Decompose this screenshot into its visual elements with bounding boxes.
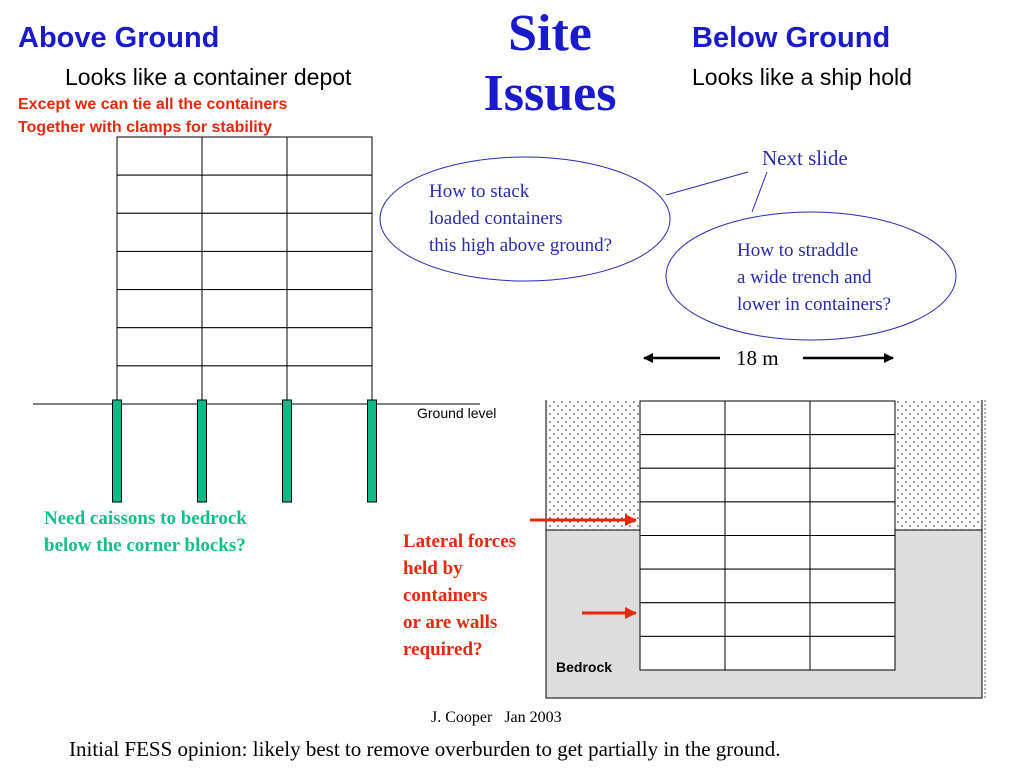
above-container-block (286, 365, 373, 405)
caisson-note: Need caissons to bedrock below the corne… (44, 505, 247, 559)
credit-line: J. Cooper Jan 2003 (431, 709, 562, 726)
straddle-bubble (665, 211, 957, 341)
below-container-block (639, 400, 726, 436)
above-container-block (116, 365, 203, 405)
below-container-block (809, 434, 896, 469)
below-container-block (639, 635, 726, 671)
below-container-block (639, 602, 726, 637)
straddle-question: How to straddle a wide trench and lower … (737, 237, 891, 318)
caisson (282, 399, 292, 503)
below-container-block (639, 568, 726, 604)
next-slide-label: Next slide (762, 146, 848, 170)
stack-high-question: How to stack loaded containers this high… (429, 178, 612, 259)
below-container-block (724, 635, 811, 671)
above-container-block (116, 174, 203, 214)
stack-high-line-1: How to stack (429, 181, 530, 202)
below-container-block (639, 501, 726, 536)
clamp-note-line-1: Except we can tie all the containers (18, 96, 288, 113)
below-container-block (639, 434, 726, 469)
page-title: Site Issues (455, 4, 645, 124)
caisson (197, 399, 207, 503)
above-container-block (116, 250, 203, 291)
width-label: 18 m (736, 346, 779, 370)
lateral-line-3: containers (403, 585, 488, 606)
fess-opinion: Initial FESS opinion: likely best to rem… (69, 737, 781, 761)
above-container-block (201, 212, 288, 252)
below-container-block (809, 400, 896, 436)
below-container-block (809, 602, 896, 637)
below-container-block (724, 568, 811, 604)
below-container-block (724, 501, 811, 536)
below-ground-subtitle: Looks like a ship hold (692, 64, 912, 90)
above-ground-subtitle: Looks like a container depot (65, 64, 352, 90)
below-container-block (809, 501, 896, 536)
lateral-line-1: Lateral forces (403, 531, 517, 552)
trench-outline (545, 400, 983, 699)
below-ground-container-stack (639, 400, 896, 671)
next-slide-pointer-left (665, 171, 749, 196)
above-container-block (286, 212, 373, 252)
below-container-block (809, 568, 896, 604)
above-ground-container-stack (116, 136, 373, 405)
below-container-block (809, 467, 896, 503)
soil-right (895, 400, 982, 530)
caissons (112, 399, 377, 503)
clamp-note-line-2: Together with clamps for stability (18, 119, 272, 136)
above-container-block (201, 327, 288, 367)
below-container-block (809, 535, 896, 570)
above-container-block (286, 250, 373, 291)
soil-left (546, 400, 640, 530)
above-container-block (201, 250, 288, 291)
stack-high-bubble (379, 156, 671, 282)
above-container-block (286, 174, 373, 214)
bedrock-label: Bedrock (556, 659, 613, 675)
lateral-line-5: required? (403, 639, 483, 660)
caisson-note-line-2: below the corner blocks? (44, 535, 246, 556)
above-container-block (201, 365, 288, 405)
lateral-forces-note: Lateral forces held by containers or are… (403, 528, 516, 663)
straddle-line-3: lower in containers? (737, 294, 892, 315)
above-container-block (116, 289, 203, 329)
below-container-block (724, 535, 811, 570)
next-slide-pointer-right (751, 171, 768, 213)
lateral-line-4: or are walls (403, 612, 498, 633)
below-container-block (724, 467, 811, 503)
page-title-line-2: Issues (483, 65, 617, 122)
above-container-block (116, 212, 203, 252)
caisson-note-line-1: Need caissons to bedrock (44, 508, 247, 529)
below-container-block (724, 434, 811, 469)
above-container-block (116, 327, 203, 367)
above-container-block (201, 289, 288, 329)
above-container-block (286, 289, 373, 329)
stack-high-line-3: this high above ground? (429, 235, 613, 256)
caisson (112, 399, 122, 503)
above-ground-heading: Above Ground (18, 22, 220, 54)
below-container-block (724, 400, 811, 436)
below-container-block (809, 635, 896, 671)
clamp-note: Except we can tie all the containers Tog… (18, 93, 287, 139)
stack-high-line-2: loaded containers (429, 208, 563, 229)
above-container-block (201, 174, 288, 214)
above-container-block (201, 136, 288, 176)
above-container-block (286, 327, 373, 367)
below-container-block (639, 467, 726, 503)
above-container-block (286, 136, 373, 176)
straddle-line-1: How to straddle (737, 240, 859, 261)
page-title-line-1: Site (508, 5, 592, 62)
below-container-block (724, 602, 811, 637)
caisson (367, 399, 377, 503)
lateral-line-2: held by (403, 558, 463, 579)
below-ground-heading: Below Ground (692, 22, 891, 54)
ground-level-label: Ground level (417, 405, 497, 421)
above-container-block (116, 136, 203, 176)
below-container-block (639, 535, 726, 570)
straddle-line-2: a wide trench and (737, 267, 872, 288)
